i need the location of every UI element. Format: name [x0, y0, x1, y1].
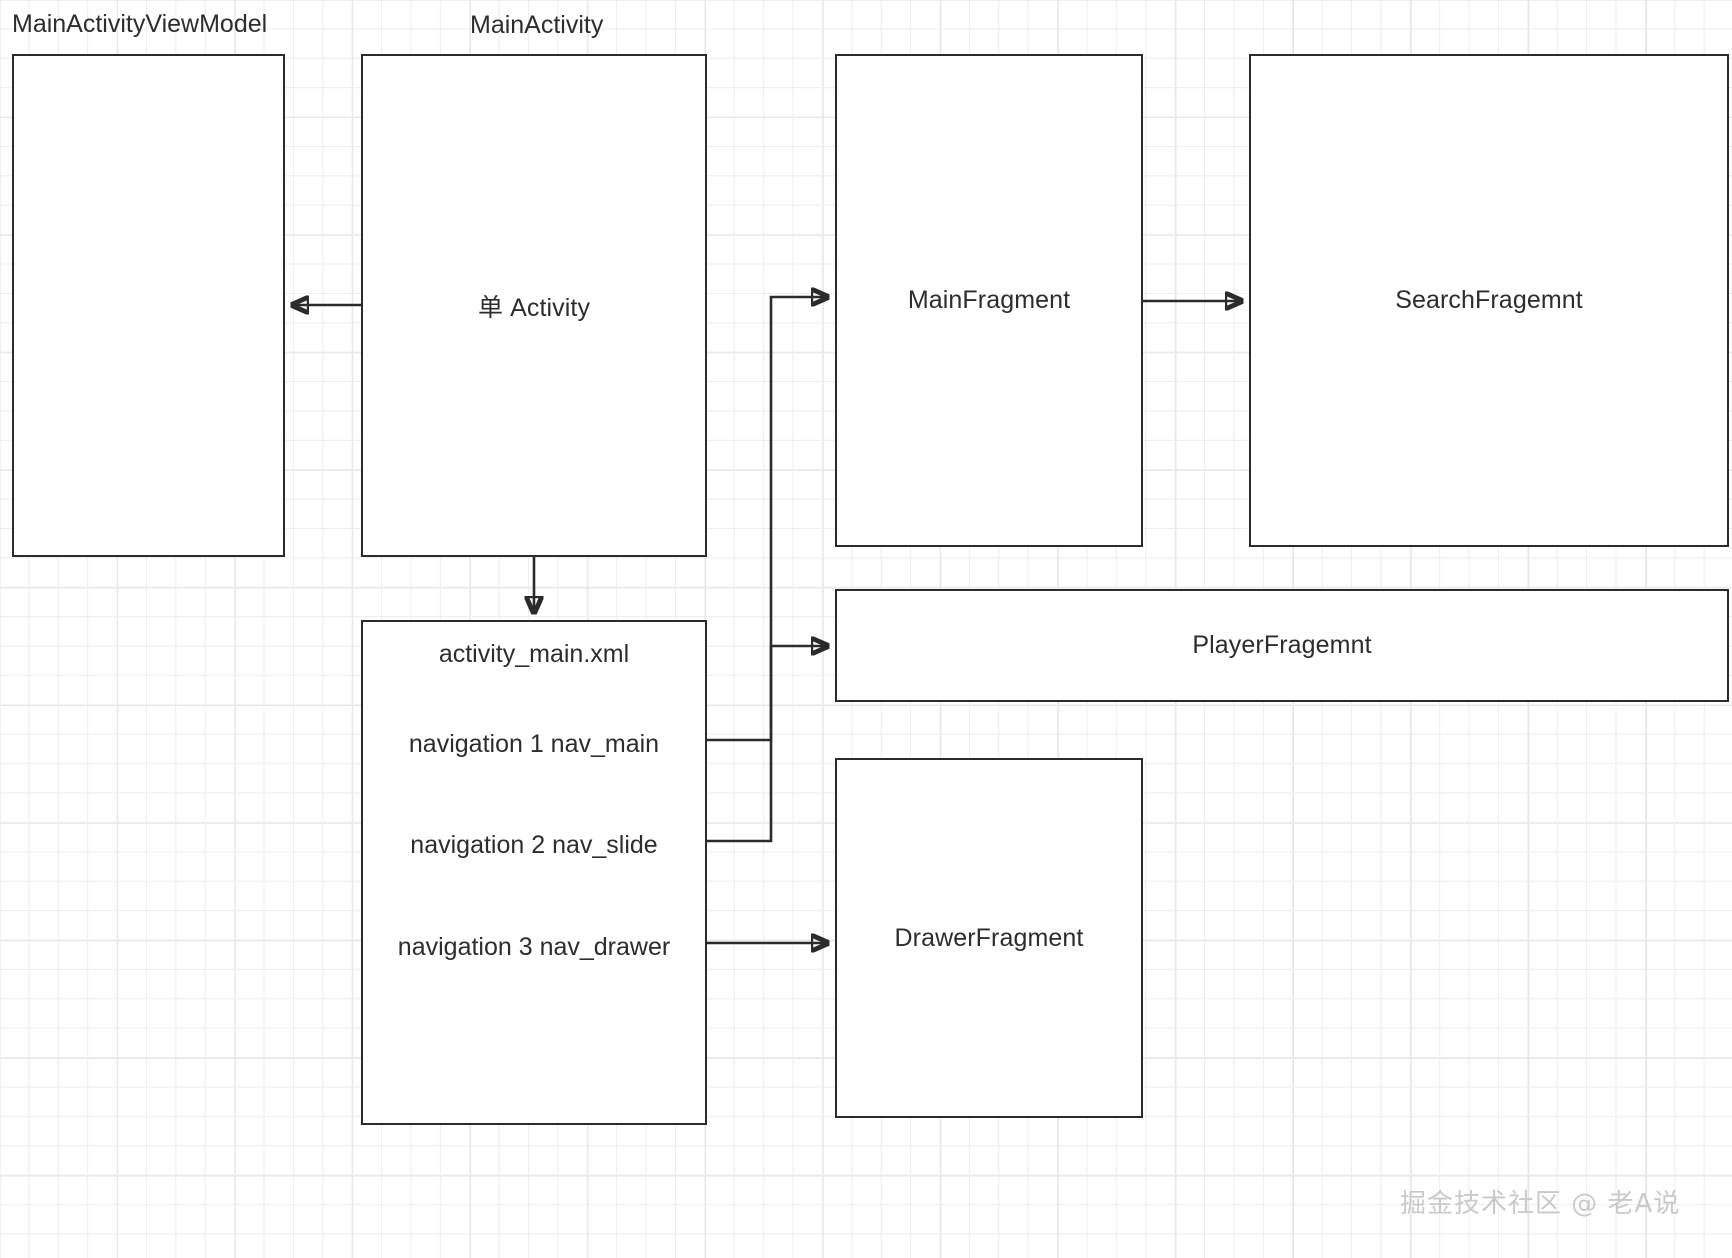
node-main-activity-label: 单 Activity — [477, 293, 591, 322]
node-search-fragment-label: SearchFragemnt — [1395, 286, 1583, 314]
connector-nav-slide-to-player-fragment — [707, 646, 828, 843]
node-search-fragment[interactable]: SearchFragemnt — [1249, 54, 1729, 547]
caption-main-activity-view-model: MainActivityViewModel — [12, 10, 268, 38]
row-navigation-1-nav-main[interactable]: navigation 1 nav_main — [408, 730, 660, 758]
node-main-activity-view-model[interactable] — [12, 54, 285, 557]
node-player-fragment-label: PlayerFragemnt — [1192, 631, 1372, 659]
node-drawer-fragment[interactable]: DrawerFragment — [835, 758, 1143, 1118]
node-activity-main-xml[interactable]: activity_main.xml navigation 1 nav_main … — [361, 620, 707, 1125]
node-main-fragment-label: MainFragment — [907, 286, 1071, 314]
caption-main-activity: MainActivity — [470, 11, 604, 39]
row-navigation-3-nav-drawer[interactable]: navigation 3 nav_drawer — [397, 933, 671, 961]
node-main-fragment[interactable]: MainFragment — [835, 54, 1143, 547]
node-player-fragment[interactable]: PlayerFragemnt — [835, 589, 1729, 702]
watermark-text: 掘金技术社区 @ 老A说 — [1400, 1189, 1681, 1219]
connector-nav-main-to-main-fragment — [707, 297, 828, 742]
row-activity-main-xml[interactable]: activity_main.xml — [438, 640, 630, 668]
node-drawer-fragment-label: DrawerFragment — [894, 923, 1084, 952]
node-main-activity[interactable]: 单 Activity — [361, 54, 707, 557]
row-navigation-2-nav-slide[interactable]: navigation 2 nav_slide — [410, 831, 658, 859]
